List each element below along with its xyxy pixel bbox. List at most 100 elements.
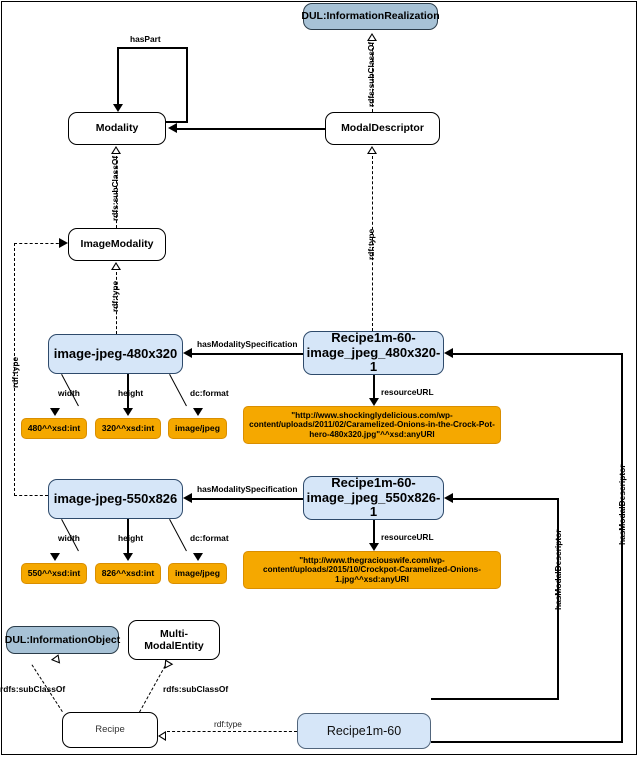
edge-height-1-arrowhead [123,408,133,416]
node-image-jpeg-550x826[interactable]: image-jpeg-550x826 [48,479,183,519]
edge-hasmodalityspec-1 [192,353,303,355]
edge-label-subclassof-imagemodality: rdfs:subClassOf [110,155,120,221]
node-label-line1: Recipe1m-60- [331,474,416,490]
edge-label-width-2: width [58,533,80,543]
edge-label-dcformat-2: dc:format [190,533,229,543]
edge-label-dcformat-1: dc:format [190,388,229,398]
edge-height-1 [127,374,129,410]
literal-resource-url-2[interactable]: "http://www.thegraciouswife.com/wp-conte… [243,551,501,589]
edge-label-hasmodalityspec-2: hasModalitySpecification [197,484,298,494]
edge-subclassof-imagemodality [116,156,117,228]
node-label: ImageModality [80,238,154,251]
edge-label-subclassof-recipe-mme: rdfs:subClassOf [163,684,229,694]
node-label: Modality [95,122,139,135]
edge-haspart-seg3 [117,47,187,49]
node-label: image-jpeg-550x826 [53,490,178,506]
edge-label-hasmodaldescriptor-2: hasModalDescriptor [553,529,563,610]
edge-label-subclassof-recipe-io: rdfs:subClassOf [0,684,66,694]
edge-hasmodaldescriptor-1-right [621,353,623,742]
edge-width-1-arrowhead [50,408,60,416]
edge-hasmodalityspec-2-arrowhead [183,493,192,503]
literal-format-2[interactable]: image/jpeg [168,563,227,584]
literal-height-320[interactable]: 320^^xsd:int [95,418,161,439]
edge-rdftype-recipe-arrowhead [158,731,166,741]
literal-text: image/jpeg [175,567,220,578]
edge-hasmodalityspec-2 [192,498,303,500]
edge-label-height-1: height [118,388,144,398]
edge-hasmodaldescriptor-1-bottom [431,741,623,743]
edge-label-resourceurl-1: resourceURL [381,387,434,397]
node-dul-information-realization[interactable]: DUL:InformationRealization [301,3,440,30]
literal-format-1[interactable]: image/jpeg [168,418,227,439]
literal-text: 826^^xsd:int [101,567,155,578]
edge-height-2-arrowhead [123,553,133,561]
node-label: Recipe1m-60 [326,723,402,738]
edge-hasmodaldescriptor-2-right [557,498,559,699]
edge-haspart-arrowhead [113,104,123,112]
edge-hasmodaldescriptor-2-bottom [431,698,559,700]
edge-haspart-seg2 [186,47,188,122]
edge-dcformat-2-arrowhead [193,553,203,561]
node-label: DUL:InformationRealization [301,10,440,23]
edge-resourceurl-1 [373,375,375,403]
edge-label-rdftype-left: rdf:type [10,356,20,388]
edge-rdftype-left-bottom [14,495,48,496]
node-recipe[interactable]: Recipe [62,712,158,748]
edge-hasmodaldescriptor-1-arrowhead [444,348,453,358]
node-label: DUL:InformationObject [4,633,121,646]
edge-resourceurl-2-arrowhead [369,543,379,551]
edge-hasmodalityspec-1-arrowhead [183,348,192,358]
edge-rdftype-imagemodality-triangle [111,262,121,270]
literal-text: 480^^xsd:int [27,422,81,433]
node-modal-descriptor[interactable]: ModalDescriptor [325,112,440,145]
edge-label-rdftype-imagemodality: rdf:type [110,280,120,312]
node-multi-modal-entity[interactable]: Multi-ModalEntity [128,620,220,660]
edge-label-hasmodaldescriptor-1: hasModalDescriptor [617,464,627,545]
node-recipe1m-60-image-jpeg-550x826-1[interactable]: Recipe1m-60- image_jpeg_550x826-1 [303,474,444,520]
node-label-line2: image_jpeg_480x320-1 [306,344,441,375]
edge-label-haspart: hasPart [130,34,161,44]
edge-label-resourceurl-2: resourceURL [381,532,434,542]
edge-rdftype-modaldescriptor-triangle [367,146,377,154]
edge-rdftype-recipe [167,731,297,732]
edge-rdftype-left-vertical [14,243,15,496]
literal-width-480[interactable]: 480^^xsd:int [21,418,87,439]
edge-dcformat-1-arrowhead [193,408,203,416]
node-image-modality[interactable]: ImageModality [68,228,166,261]
node-label: Multi-ModalEntity [144,627,204,652]
edge-descriptor-modality-arrowhead [168,123,177,133]
edge-resourceurl-2 [373,520,375,548]
node-dul-information-object[interactable]: DUL:InformationObject [5,626,120,654]
edge-subclassof-descriptor-triangle [367,33,377,41]
edge-resourceurl-1-arrowhead [369,398,379,406]
literal-height-826[interactable]: 826^^xsd:int [95,563,161,584]
edge-hasmodaldescriptor-2-arrowhead [444,493,453,503]
edge-rdftype-left-arrowhead [59,238,68,248]
node-image-jpeg-480x320[interactable]: image-jpeg-480x320 [48,334,183,374]
node-modality[interactable]: Modality [68,112,166,145]
node-recipe1m-60[interactable]: Recipe1m-60 [297,713,431,749]
literal-resource-url-1[interactable]: "http://www.shockinglydelicious.com/wp-c… [243,406,501,444]
edge-rdftype-left-top [14,243,64,244]
node-label: Recipe [95,723,125,735]
edge-rdftype-imagemodality [116,272,117,334]
edge-width-2-arrowhead [50,553,60,561]
node-recipe1m-60-image-jpeg-480x320-1[interactable]: Recipe1m-60- image_jpeg_480x320-1 [303,329,444,375]
edge-label-width-1: width [58,388,80,398]
literal-text: 550^^xsd:int [27,567,81,578]
edge-hasmodaldescriptor-2-top [453,498,558,500]
literal-text: 320^^xsd:int [101,422,155,433]
literal-text: "http://www.shockinglydelicious.com/wp-c… [249,410,495,439]
edge-hasmodaldescriptor-1-top [453,353,622,355]
node-label-line1: Recipe1m-60- [331,329,416,345]
edge-label-height-2: height [118,533,144,543]
edge-haspart-seg4 [117,47,119,104]
literal-width-550[interactable]: 550^^xsd:int [21,563,87,584]
edge-haspart-seg1 [166,121,188,123]
edge-label-subclassof-descriptor: rdfs:subClassOf [366,41,376,107]
literal-text: image/jpeg [175,422,220,433]
edge-label-hasmodalityspec-1: hasModalitySpecification [197,339,298,349]
edge-rdftype-modaldescriptor [372,156,373,331]
edge-label-rdftype-recipe: rdf:type [214,719,242,729]
